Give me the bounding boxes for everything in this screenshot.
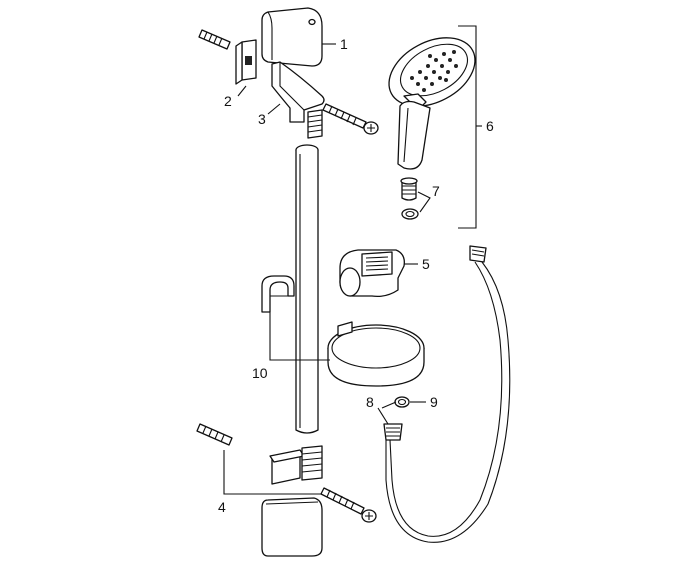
shower-rail: [295, 144, 319, 434]
mounting-plate: [235, 39, 257, 85]
leader-2: [237, 85, 247, 97]
shower-hose: [383, 245, 511, 543]
lower-rail-bracket: [269, 445, 323, 485]
bottom-cover-cap: [261, 497, 323, 557]
label-1: 1: [340, 36, 348, 52]
soap-ring: [327, 321, 425, 387]
upper-rail-bracket: [271, 61, 325, 139]
hose-washer: [394, 396, 410, 408]
washer-7: [401, 208, 419, 220]
label-10: 10: [252, 365, 268, 381]
handshower-holder: [339, 249, 405, 298]
label-5: 5: [422, 256, 430, 272]
label-2: 2: [224, 93, 232, 109]
wall-dowel-top: [198, 29, 231, 50]
top-cover-cap: [261, 7, 323, 67]
screw-bottom: [320, 487, 377, 523]
screw-top: [322, 103, 379, 135]
spray-nozzles: [410, 50, 458, 92]
leader-10: [269, 312, 330, 361]
label-3: 3: [258, 111, 266, 127]
label-8: 8: [366, 394, 374, 410]
bracket-6: [458, 25, 477, 229]
handshower: [388, 37, 476, 170]
leader-3: [267, 103, 281, 115]
rail-clip: [261, 275, 295, 313]
leader-7: [417, 191, 431, 213]
leader-4: [223, 450, 322, 495]
label-6: 6: [486, 118, 494, 134]
label-9: 9: [430, 394, 438, 410]
label-4: 4: [218, 499, 226, 515]
label-7: 7: [432, 183, 440, 199]
wall-dowel-bottom: [196, 423, 233, 446]
leader-8: [377, 401, 397, 425]
flow-limiter: [400, 177, 418, 201]
